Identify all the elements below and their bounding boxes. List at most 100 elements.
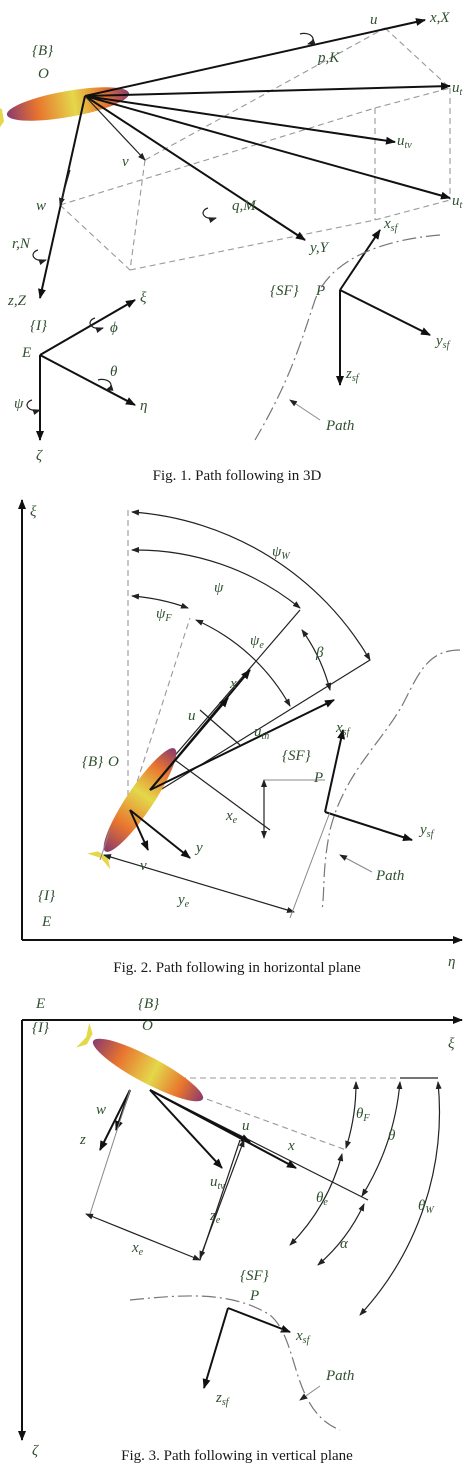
label-ysf: ysf [418,822,435,840]
label-ze: ze [209,1208,221,1226]
label-eta: η [140,398,147,414]
label-zeta: ζ [36,448,43,464]
vector-y [129,809,191,859]
rotation-p-icon [299,32,316,45]
dim-ze [199,1139,245,1259]
dim-xe [85,1213,201,1261]
label-ysf: ysf [434,333,451,351]
vehicle-icon [0,87,130,131]
label-rN: r,N [12,236,31,252]
vector-xsf [227,1307,291,1333]
label-thetae: θe [316,1190,328,1208]
label-utv: utv [397,133,412,151]
label-xi: ξ [140,290,147,306]
label-beta: β [315,645,324,661]
label-zsf: zsf [215,1390,230,1408]
inertial-frame [26,299,136,441]
label-uth: uth [254,724,269,742]
rotation-q-icon [202,207,217,223]
figure-2-caption: Fig. 2. Path following in horizontal pla… [113,960,361,976]
label-psi: ψ [14,396,24,412]
figure-3-caption: Fig. 3. Path following in vertical plane [121,1448,353,1464]
label-v: v [122,154,129,170]
vector-zsf [202,1307,229,1389]
label-zsf: zsf [345,366,360,384]
label-xX: x,X [429,10,450,26]
label-B: {B} [32,43,53,59]
label-utv: utv [210,1174,225,1192]
figure-3-vertical: E {I} {B} O ξ ζ w z u utv x θF θ θe θW α… [0,990,474,1477]
label-thetaW: θW [418,1198,435,1216]
label-I: {I} [30,318,47,334]
label-B: {B} [138,996,159,1012]
label-E: E [41,914,51,930]
label-x: x [287,1138,295,1154]
vector-xsf [324,729,345,813]
vector-z [99,1089,131,1151]
label-path: Path [325,1368,354,1384]
label-psi: ψ [214,580,224,596]
vector-v [129,809,149,851]
body-axes [38,18,451,299]
ref-dash-F [127,617,191,811]
label-zZ: z,Z [7,293,27,309]
diagram-vertical: E {I} {B} O ξ ζ w z u utv x θF θ θe θW α… [18,996,463,1459]
label-u: u [242,1118,250,1134]
label-thetaF: θF [356,1106,370,1124]
dashed-box [59,27,451,271]
label-xe: xe [131,1240,144,1258]
label-psiW: ψW [272,544,291,562]
vector-ysf [324,811,413,842]
label-E: E [35,996,45,1012]
label-u: u [370,12,378,28]
label-theta: θ [110,364,118,380]
label-O: O [108,754,119,770]
vector-utv [149,1089,223,1169]
label-xsf: xsf [383,216,399,234]
line-offset [174,759,271,831]
label-psiF: ψF [156,606,172,624]
label-theta: θ [388,1128,396,1144]
label-psie: ψe [250,633,264,651]
path-curve [321,649,461,911]
label-phi: ϕ [110,320,118,336]
label-B: {B} [82,754,103,770]
label-xsf: xsf [295,1328,311,1346]
angle-arcs [131,509,371,707]
dim-ye [103,854,295,913]
label-path: Path [325,418,354,434]
label-w: w [96,1102,106,1118]
label-y: y [194,840,203,856]
path-curve [254,234,441,441]
label-ut: ut [452,80,463,98]
label-SF: {SF} [282,748,311,764]
label-I: {I} [32,1020,49,1036]
rotation-r-icon [32,249,47,265]
vehicle-icon [76,1022,204,1102]
label-xe: xe [225,808,238,826]
label-ut2: ut [452,193,463,211]
label-yY: y,Y [308,240,330,256]
label-xi: ξ [30,504,37,520]
vector-u [149,1089,251,1143]
label-x: x [229,676,237,692]
label-O: O [142,1018,153,1034]
sf-frame [254,229,441,441]
figure-2-horizontal: ξ η {I} E ψW ψ ψF ψe β x u uth {B} O v y… [0,470,474,990]
label-ye: ye [176,892,190,910]
label-xi: ξ [448,1036,455,1052]
label-zeta: ζ [32,1443,39,1459]
figure-1-3d: {B} O u x,X p,K ut utv ut v w q,M y,Y r,… [0,0,474,484]
label-P: P [315,283,325,299]
label-pK: p,K [317,50,340,66]
label-qM: q,M [232,198,257,214]
label-E: E [21,345,31,361]
diagram-3d: {B} O u x,X p,K ut utv ut v w q,M y,Y r,… [0,10,463,464]
label-w: w [36,198,46,214]
label-path: Path [375,868,404,884]
label-u: u [188,708,196,724]
label-eta: η [448,954,455,970]
vector-u [149,697,229,791]
line-perp [199,709,241,746]
label-v: v [140,858,147,874]
